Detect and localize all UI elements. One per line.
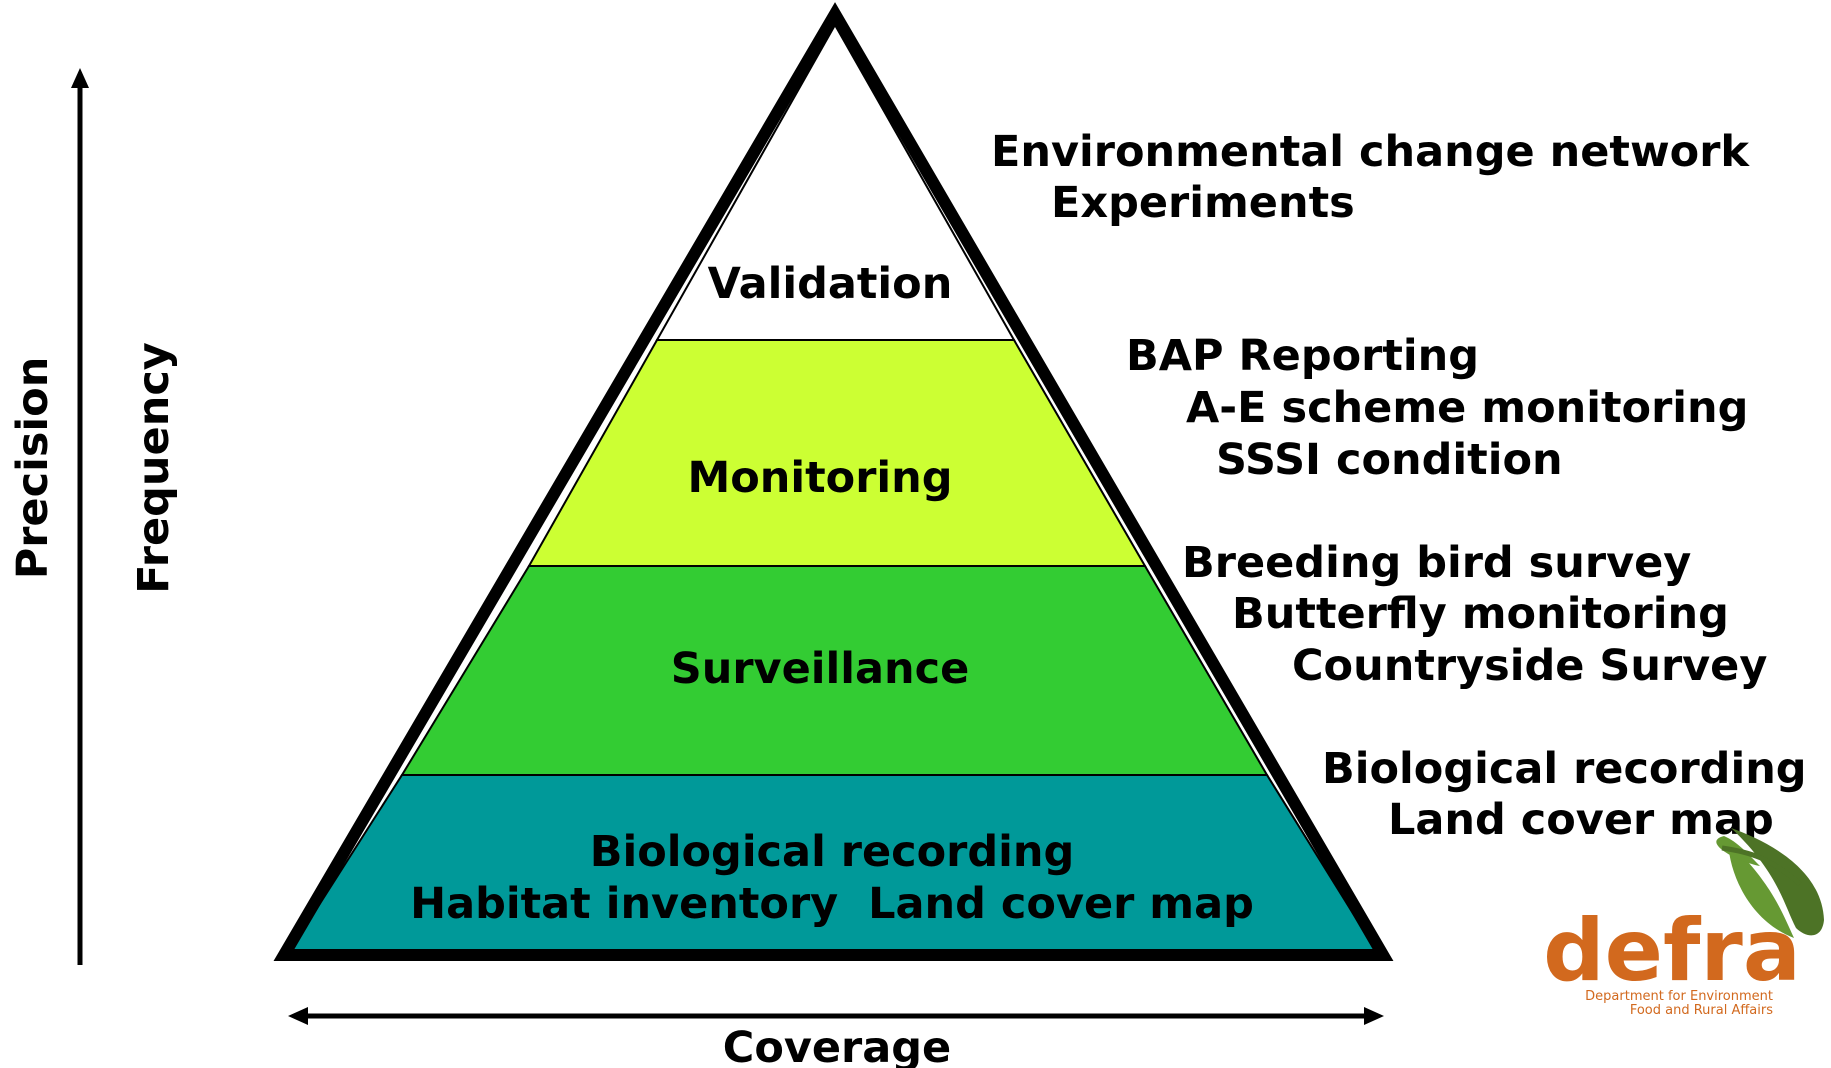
pyramid-tiers [273, 2, 1394, 961]
example-line: Land cover map [1388, 795, 1774, 845]
examples-validation: Environmental change network Experiments [991, 127, 1750, 228]
pyramid-outline [273, 2, 1394, 961]
examples-surveillance: Breeding bird survey Butterfly monitorin… [1182, 538, 1767, 691]
example-line: BAP Reporting [1126, 331, 1479, 381]
tier-label-monitoring: Monitoring [687, 453, 952, 503]
example-line: Biological recording [1322, 744, 1807, 794]
examples-monitoring: BAP Reporting A-E scheme monitoring SSSI… [1126, 331, 1748, 485]
leaf-icon [1716, 828, 1824, 938]
frequency-axis-label: Frequency [129, 342, 179, 594]
example-line: SSSI condition [1216, 435, 1563, 485]
example-line: Countryside Survey [1292, 641, 1767, 691]
example-line: Butterfly monitoring [1232, 589, 1729, 639]
defra-logo: defra Department for Environment Food an… [1543, 828, 1824, 1018]
tier-label-habitat-land-cover: Habitat inventory Land cover map [410, 879, 1254, 929]
tier-label-biological-recording: Biological recording [590, 827, 1075, 877]
tier-label-surveillance: Surveillance [671, 644, 969, 694]
defra-subtitle-line-1: Department for Environment [1585, 989, 1773, 1004]
example-line: Breeding bird survey [1182, 538, 1691, 588]
defra-subtitle-line-2: Food and Rural Affairs [1630, 1003, 1773, 1018]
example-line: A-E scheme monitoring [1186, 383, 1748, 433]
coverage-axis-arrow [288, 1007, 1384, 1025]
tier-label-validation: Validation [708, 259, 953, 309]
precision-axis-label: Precision [8, 357, 58, 580]
example-line: Environmental change network [991, 127, 1750, 177]
examples-biological-recording: Biological recording Land cover map [1322, 744, 1807, 845]
coverage-axis-label: Coverage [723, 1023, 951, 1068]
defra-wordmark: defra [1543, 901, 1801, 1001]
example-line: Experiments [1051, 178, 1355, 228]
vertical-axis-arrow [71, 68, 89, 965]
